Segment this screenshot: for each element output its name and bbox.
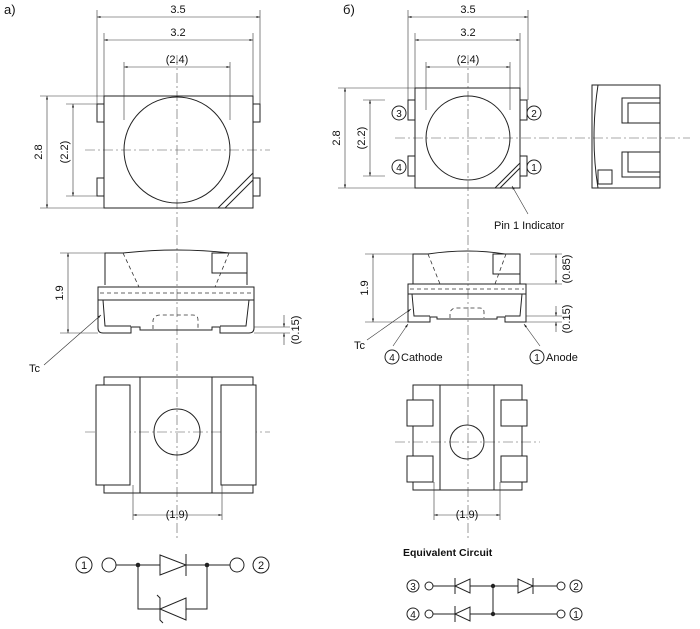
cathode-label: Cathode: [401, 352, 443, 364]
dim-bottom-pad-gap: (1.9): [166, 509, 189, 521]
variant-b-circuit: [406, 578, 583, 622]
variant-b-label: б): [343, 2, 355, 17]
variant-b-side-view: [365, 250, 562, 365]
pin-2-label: 2: [531, 109, 537, 120]
pin1-indicator-label: Pin 1 Indicator: [494, 220, 565, 232]
dim-b-bottom-pad-gap: (1.9): [456, 509, 479, 521]
anode-label: Anode: [546, 352, 578, 364]
dim-b-height: 2.8: [331, 130, 343, 145]
tc-b-label: Tc: [354, 340, 366, 352]
dim-b-lens: (2.4): [457, 54, 480, 66]
cathode-pin: 4: [389, 353, 395, 364]
dim-b-lens-height: (0.85): [561, 255, 573, 284]
dim-pad-span: (2.2): [59, 141, 71, 164]
circuit-a-pin-2: 2: [258, 560, 264, 572]
dim-b-thickness: 1.9: [359, 280, 371, 295]
variant-b-top-view: [338, 10, 690, 540]
dim-thickness: 1.9: [54, 285, 66, 300]
anode-pin: 1: [534, 353, 540, 364]
dim-b-width-body: 3.2: [460, 27, 475, 39]
variant-a-circuit: [75, 554, 270, 624]
variant-a-top-view: [40, 10, 270, 540]
dim-lens: (2.4): [166, 54, 189, 66]
pin-4-label: 4: [396, 163, 402, 174]
variant-a-label: а): [4, 2, 16, 17]
tc-label: Tc: [29, 363, 41, 375]
dim-height: 2.8: [33, 144, 45, 159]
dim-width-outer: 3.5: [170, 4, 185, 16]
circuit-a-pin-1: 1: [81, 560, 87, 572]
variant-b-side-profile: [591, 84, 661, 189]
circuit-b-pin-4: 4: [410, 610, 416, 621]
variant-a-bottom-view: [85, 376, 270, 520]
variant-b-bottom-view: [395, 384, 540, 520]
dim-b-width-outer: 3.5: [460, 4, 475, 16]
pin-1-label: 1: [531, 163, 537, 174]
dim-standoff: (0.15): [290, 316, 302, 345]
pin-3-label: 3: [396, 109, 402, 120]
circuit-b-pin-2: 2: [573, 582, 579, 593]
dim-b-pad-span: (2.2): [356, 127, 368, 150]
circuit-b-pin-1: 1: [573, 610, 579, 621]
dim-width-body: 3.2: [170, 27, 185, 39]
variant-a-side-view: [43, 249, 290, 366]
equivalent-circuit-title: Equivalent Circuit: [403, 547, 493, 559]
dim-b-standoff: (0.15): [561, 305, 573, 334]
circuit-b-pin-3: 3: [410, 582, 416, 593]
